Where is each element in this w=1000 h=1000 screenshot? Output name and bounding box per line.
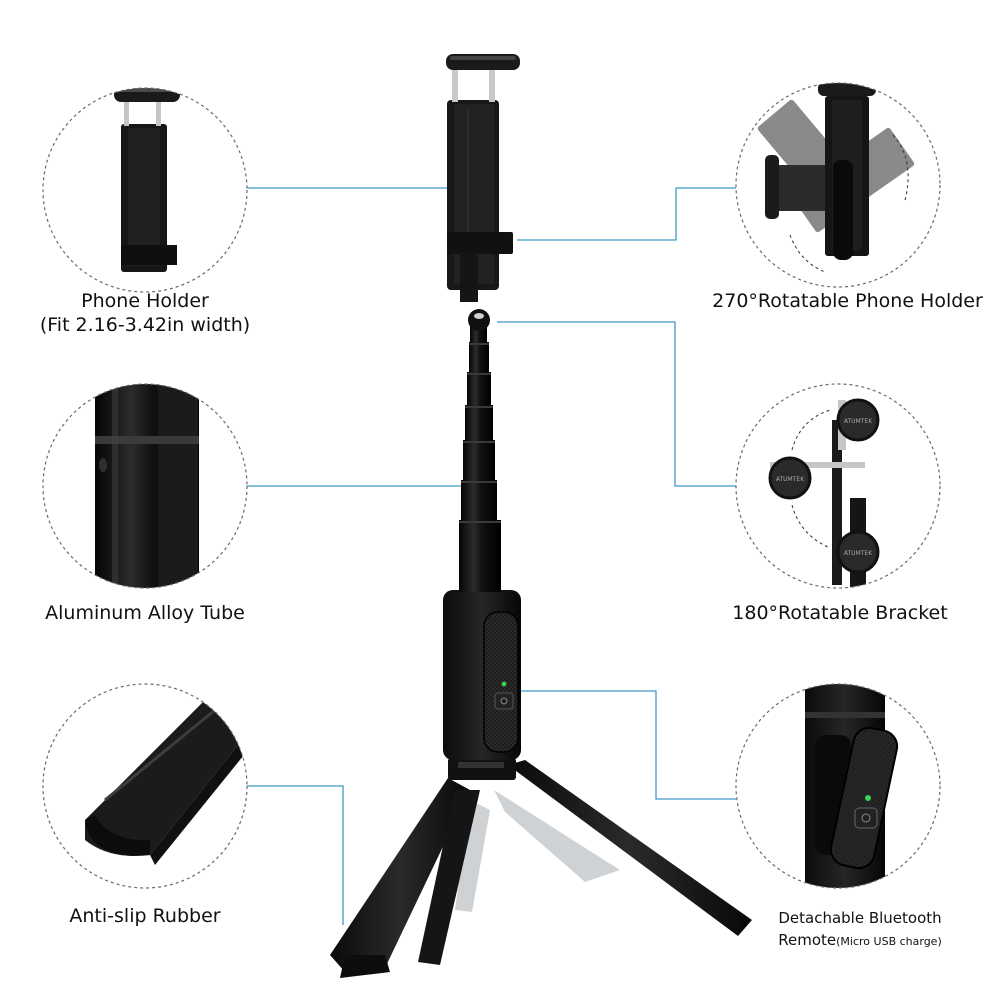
- label-aluminum-tube: Aluminum Alloy Tube: [45, 602, 245, 624]
- bracket-knob-top: [836, 398, 880, 442]
- label-phone-holder: Phone Holder (Fit 2.16-3.42in width): [25, 289, 265, 337]
- callout-line-rotatable-holder: [517, 187, 736, 241]
- callout-lines: [247, 187, 736, 925]
- bracket-knob-left: [768, 456, 812, 500]
- tripod-leg-middle: [418, 790, 480, 965]
- brand-mark-knob-top: ATUMTEK: [844, 418, 873, 425]
- detail-circle-remote: [735, 683, 941, 889]
- label-remote-line2: Remote(Micro USB charge): [730, 929, 990, 953]
- tripod-leg-left: [330, 778, 470, 972]
- detail-circle-phone-holder: [42, 87, 248, 293]
- tripod-leg-back: [494, 790, 620, 882]
- detail-circle-rotatable-holder: [735, 82, 941, 288]
- callout-line-remote: [517, 690, 736, 800]
- label-phone-holder-line2: (Fit 2.16-3.42in width): [39, 314, 251, 336]
- label-remote-line1: Detachable Bluetooth: [778, 909, 942, 927]
- label-rotatable-bracket: 180°Rotatable Bracket: [732, 602, 948, 624]
- label-phone-holder-line1: Phone Holder: [81, 290, 209, 312]
- label-rotatable-holder: 270°Rotatable Phone Holder: [712, 290, 983, 312]
- bracket-knob-bottom: [836, 530, 880, 574]
- brand-mark-knob-left: ATUMTEK: [776, 476, 805, 483]
- detail-circle-anti-slip: [42, 683, 248, 889]
- main-product-selfie-stick: [330, 54, 752, 978]
- label-anti-slip: Anti-slip Rubber: [69, 905, 221, 927]
- callout-line-anti-slip: [247, 785, 344, 925]
- brand-mark-knob-bottom: ATUMTEK: [844, 550, 873, 557]
- tripod-leg-right: [508, 760, 752, 936]
- label-remote-note: (Micro USB charge): [836, 935, 942, 948]
- detail-circle-rotatable-bracket: ATUMTEK ATUMTEK ATUMTEK: [735, 383, 941, 589]
- remote-on-handle: [483, 611, 519, 753]
- label-remote-main: Remote: [778, 931, 837, 949]
- callout-line-rotatable-bracket: [497, 321, 736, 487]
- detail-circle-aluminum-tube: [42, 383, 248, 589]
- label-remote: Detachable Bluetooth Remote(Micro USB ch…: [730, 907, 990, 953]
